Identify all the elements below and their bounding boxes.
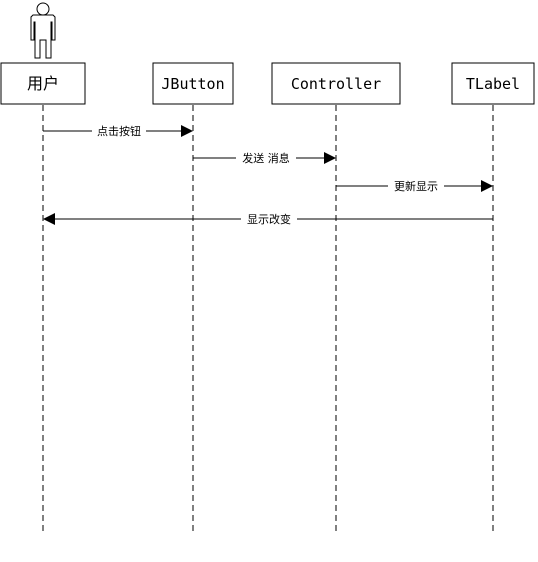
message-send-message: 发送 消息 (193, 151, 336, 165)
message-display-changed: 显示改变 (43, 212, 493, 226)
message-display-changed-arrowhead (43, 213, 55, 225)
participant-user: 用户 (0, 62, 86, 105)
person-icon (30, 2, 56, 59)
participant-jbutton: JButton (152, 62, 234, 105)
participant-jbutton-label: JButton (161, 75, 224, 93)
message-send-message-label: 发送 消息 (242, 151, 290, 165)
message-click-button: 点击按钮 (43, 124, 193, 138)
message-update-display-arrowhead (481, 180, 493, 192)
participant-controller: Controller (271, 62, 401, 105)
message-click-button-arrowhead (181, 125, 193, 137)
message-send-message-arrowhead (324, 152, 336, 164)
message-display-changed-label: 显示改变 (247, 212, 291, 226)
message-update-display-label: 更新显示 (394, 179, 438, 193)
participant-tlabel: TLabel (451, 62, 535, 105)
participant-tlabel-label: TLabel (466, 75, 520, 93)
participant-controller-label: Controller (291, 75, 381, 93)
message-click-button-label: 点击按钮 (97, 124, 141, 138)
message-update-display: 更新显示 (336, 179, 493, 193)
participant-user-label: 用户 (27, 74, 59, 93)
